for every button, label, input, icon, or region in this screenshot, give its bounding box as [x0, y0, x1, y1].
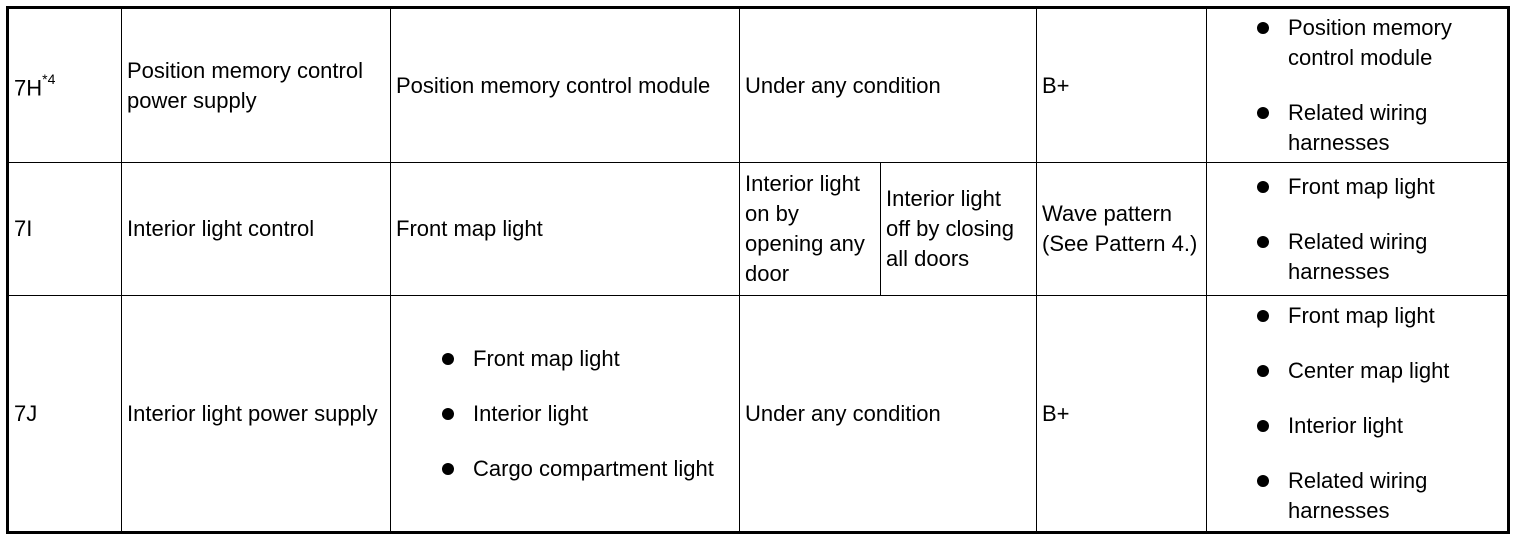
table-row: 7H*4 Position memory control power suppl… — [7, 7, 1509, 163]
list-item: Front map light — [1257, 172, 1502, 202]
description-cell: Position memory control power supply — [121, 7, 391, 163]
description-cell: Interior light control — [121, 162, 391, 296]
list-item: Related wiring harnesses — [1257, 227, 1502, 287]
terminal-cell: 7I — [7, 162, 122, 296]
description-cell: Interior light power supply — [121, 295, 391, 533]
check-points-cell: Front map light Center map light Interio… — [1206, 295, 1509, 533]
condition-cell: Under any condition — [739, 295, 1037, 533]
specification-cell: Wave pattern (See Pattern 4.) — [1036, 162, 1207, 296]
condition-cell: Under any condition — [739, 7, 1037, 163]
table-row: 7I Interior light control Front map ligh… — [7, 162, 1509, 296]
list-item: Front map light — [442, 344, 734, 374]
specification-cell: B+ — [1036, 7, 1207, 163]
terminal-footnote-mark: *4 — [42, 71, 56, 88]
terminal-spec-table: 7H*4 Position memory control power suppl… — [6, 6, 1510, 534]
list-item: Front map light — [1257, 301, 1502, 331]
condition-on-cell: Interior light on by opening any door — [739, 162, 881, 296]
list-item: Cargo compartment light — [442, 454, 734, 484]
specification-cell: B+ — [1036, 295, 1207, 533]
connected-to-cell: Position memory control module — [390, 7, 740, 163]
list-item: Center map light — [1257, 356, 1502, 386]
check-points-cell: Front map light Related wiring harnesses — [1206, 162, 1509, 296]
terminal-cell: 7J — [7, 295, 122, 533]
list-item: Related wiring harnesses — [1257, 466, 1502, 526]
list-item: Interior light — [442, 399, 734, 429]
terminal-cell: 7H*4 — [7, 7, 122, 163]
list-item: Interior light — [1257, 411, 1502, 441]
list-item: Related wiring harnesses — [1257, 98, 1502, 158]
condition-off-cell: Interior light off by closing all doors — [880, 162, 1037, 296]
table-row: 7J Interior light power supply Front map… — [7, 295, 1509, 533]
list-item: Position memory control module — [1257, 13, 1502, 73]
terminal-label: 7H — [14, 75, 43, 101]
connected-to-cell: Front map light — [390, 162, 740, 296]
connected-parts-cell: Front map light Interior light Cargo com… — [390, 295, 740, 533]
check-points-cell: Position memory control module Related w… — [1206, 7, 1509, 163]
